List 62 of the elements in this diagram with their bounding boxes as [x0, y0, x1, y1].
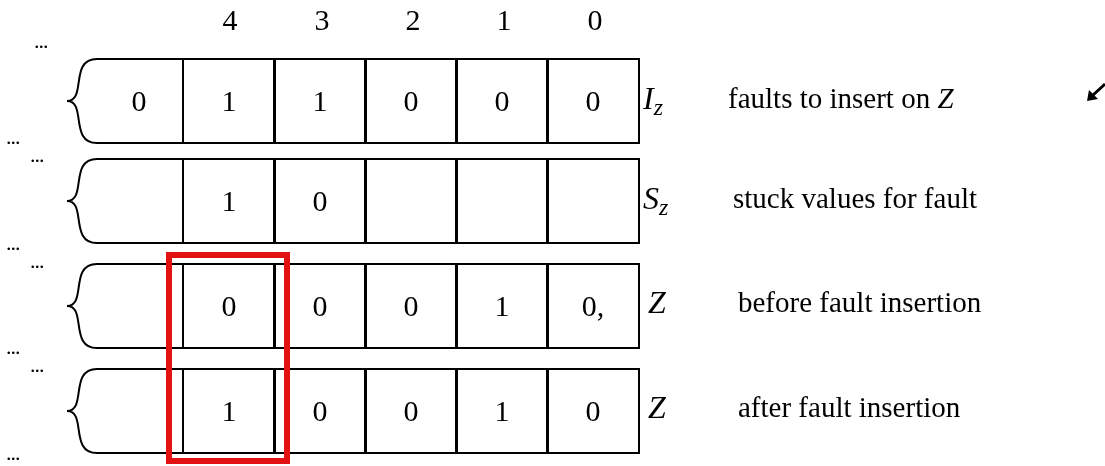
column-index: 1	[495, 5, 513, 35]
register-name: Z	[648, 391, 666, 423]
register-cell	[546, 58, 640, 144]
ellipsis: ...	[30, 144, 44, 166]
register-cell	[546, 158, 640, 244]
ellipsis: ...	[30, 354, 44, 376]
register-cell	[546, 368, 640, 454]
ellipsis: ...	[6, 126, 20, 148]
column-index: 0	[586, 5, 604, 35]
register-segment	[65, 263, 183, 349]
register-cell	[273, 263, 367, 349]
ellipsis: ...	[6, 442, 20, 464]
cell-value: 0	[312, 396, 328, 426]
cell-value: 1	[221, 86, 237, 116]
register-cell	[182, 158, 276, 244]
ellipsis: ...	[6, 336, 20, 358]
ellipsis: ...	[6, 232, 20, 254]
cell-value: 0	[312, 186, 328, 216]
cell-value: 0	[403, 86, 419, 116]
register-name: Z	[648, 286, 666, 318]
register-cell	[455, 58, 549, 144]
ellipsis: ...	[34, 30, 48, 52]
cell-value: 0	[312, 291, 328, 321]
cell-value: 0,	[581, 291, 605, 321]
register-cell	[455, 263, 549, 349]
cell-value: 0	[131, 86, 147, 116]
cell-value: 1	[494, 291, 510, 321]
register-description: stuck values for fault	[733, 184, 977, 213]
column-index: 3	[313, 5, 331, 35]
register-cell	[364, 368, 458, 454]
column-index: 2	[404, 5, 422, 35]
register-cell	[455, 158, 549, 244]
register-cell	[182, 58, 276, 144]
register-description: faults to insert on Z	[728, 84, 954, 113]
register-cell	[364, 263, 458, 349]
register-cell	[455, 368, 549, 454]
register-cell	[364, 58, 458, 144]
cell-value: 1	[494, 396, 510, 426]
cell-value: 0	[585, 86, 601, 116]
register-cell	[364, 158, 458, 244]
register-description: before fault insertion	[738, 288, 982, 317]
cell-value: 1	[221, 396, 237, 426]
register-name: I$_{z}$	[643, 82, 663, 114]
register-segment	[65, 368, 183, 454]
register-segment	[65, 58, 183, 144]
cell-value: 0	[585, 396, 601, 426]
cell-value: 0	[403, 291, 419, 321]
register-cell	[273, 58, 367, 144]
highlight-frame	[166, 252, 290, 464]
register-cell	[273, 158, 367, 244]
cell-value: 1	[221, 186, 237, 216]
cell-value: 0	[403, 396, 419, 426]
ellipsis: ...	[30, 250, 44, 272]
register-segment	[65, 158, 183, 244]
register-description: after fault insertion	[738, 393, 961, 422]
register-cell	[546, 263, 640, 349]
cell-value: 1	[312, 86, 328, 116]
register-name: S$_{z}$	[643, 182, 669, 214]
cell-value: 0	[494, 86, 510, 116]
column-index: 4	[221, 5, 239, 35]
register-cell	[273, 368, 367, 454]
cell-value: 0	[221, 291, 237, 321]
